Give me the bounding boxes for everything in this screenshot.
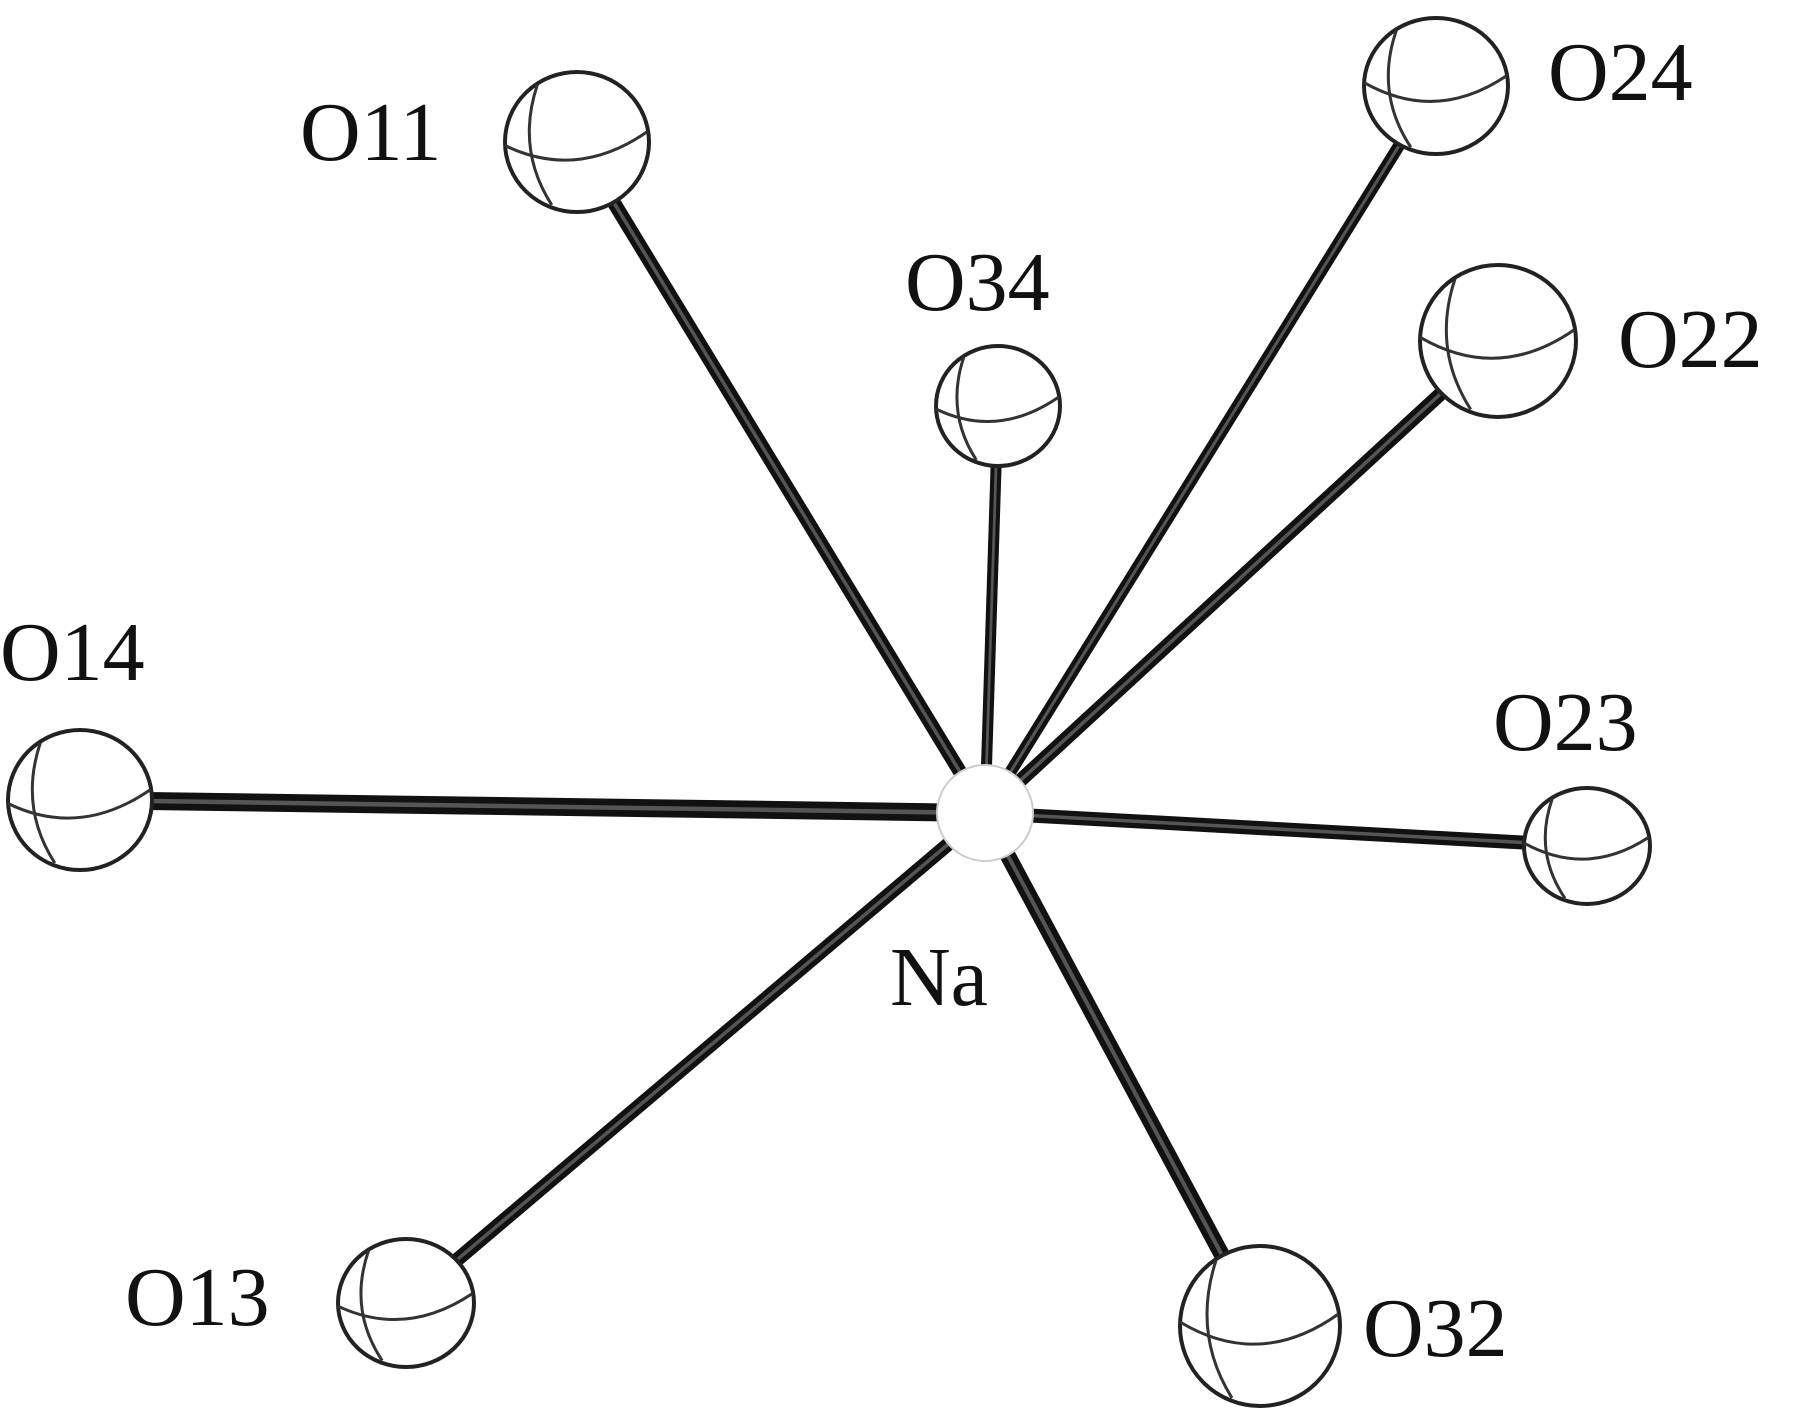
bond-na-o23	[1013, 807, 1533, 850]
atom-o32-outline	[1178, 1244, 1342, 1408]
atom-o22	[1418, 263, 1578, 419]
atom-o14-outline	[6, 728, 154, 872]
atom-label-o24: O24	[1548, 26, 1693, 119]
atom-o23	[1522, 786, 1652, 906]
atom-o34-equator-arc	[935, 395, 1060, 423]
bond-na-o14-shade	[146, 798, 957, 815]
atom-o23-outline	[1522, 786, 1652, 906]
atom-o11-axis-arc	[527, 84, 554, 206]
atoms-layer	[6, 16, 1652, 1408]
atom-o14-axis-arc	[30, 742, 57, 864]
atom-o32-axis-arc	[1205, 1259, 1234, 1399]
bond-na-o32	[991, 834, 1232, 1263]
atom-o11-equator-arc	[504, 130, 649, 162]
atom-o11	[503, 70, 651, 214]
atom-o22-outline	[1418, 263, 1578, 419]
atom-o24-outline	[1362, 16, 1510, 156]
atom-o34-axis-arc	[955, 356, 978, 461]
atom-o11-outline	[503, 70, 651, 214]
atom-o34-outline	[934, 344, 1062, 468]
atom-o34	[934, 344, 1062, 468]
bond-na-o11	[605, 195, 977, 793]
atom-label-o11: O11	[300, 86, 442, 179]
atom-o23-equator-arc	[1523, 836, 1650, 861]
atom-o13-equator-arc	[337, 1292, 474, 1321]
atom-label-o14: O14	[0, 606, 145, 699]
atom-o24-axis-arc	[1386, 29, 1413, 149]
bond-na-o11-shade	[610, 197, 972, 790]
atom-o32	[1178, 1244, 1342, 1408]
atom-label-o13: O13	[125, 1251, 270, 1344]
atom-o24	[1362, 16, 1510, 156]
atom-o14-equator-arc	[7, 788, 152, 820]
bond-na-o34-shade	[984, 462, 998, 785]
bond-na-o32-shade	[996, 837, 1226, 1260]
bond-na-o34	[980, 462, 1002, 785]
bond-na-o13	[447, 826, 968, 1270]
bond-na-o22-shade	[1005, 388, 1447, 795]
atom-o13-outline	[336, 1237, 476, 1369]
bonds-layer	[146, 137, 1533, 1270]
atom-o13	[336, 1237, 476, 1369]
atom-na-sphere	[936, 764, 1034, 862]
atom-label-o32: O32	[1363, 1282, 1508, 1375]
atom-label-o22: O22	[1618, 293, 1763, 386]
atom-o13-axis-arc	[359, 1250, 384, 1362]
bond-na-o24-shade	[998, 140, 1404, 790]
bond-na-o14	[146, 791, 957, 822]
atom-o24-equator-arc	[1363, 74, 1508, 103]
atom-o23-axis-arc	[1543, 797, 1567, 900]
atom-o22-axis-arc	[1444, 278, 1472, 411]
atom-na	[936, 764, 1034, 862]
bond-na-o13-shade	[451, 830, 965, 1266]
atom-o14	[6, 728, 154, 872]
bond-na-o23-shade	[1013, 812, 1533, 845]
atom-o22-equator-arc	[1419, 328, 1576, 360]
atom-label-o23: O23	[1493, 676, 1638, 769]
bond-na-o22	[1001, 384, 1450, 799]
atom-label-o34: O34	[905, 236, 1050, 329]
atom-o32-equator-arc	[1179, 1312, 1340, 1346]
atom-label-na: Na	[890, 931, 988, 1024]
bond-na-o24	[995, 137, 1408, 792]
